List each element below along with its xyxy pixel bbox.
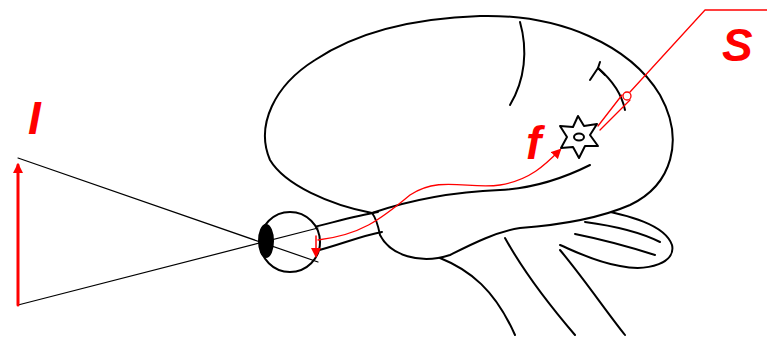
light-ray	[18, 228, 318, 305]
electrode-tip	[623, 92, 631, 100]
cerebellum-fold	[575, 234, 655, 255]
nucleus	[574, 134, 584, 141]
optic-nerve	[312, 232, 382, 252]
neuron-label: f	[526, 120, 541, 166]
brainstem-edge	[505, 238, 575, 335]
eyeball	[260, 212, 320, 272]
sulcus	[598, 68, 625, 110]
electrode-label: S	[722, 22, 753, 68]
cerebrum	[265, 16, 673, 259]
visual-pathway	[318, 150, 560, 240]
brainstem-edge	[560, 250, 625, 335]
central-sulcus	[510, 22, 524, 105]
lateral-sulcus	[372, 165, 590, 213]
retinal-image-arrow	[315, 236, 317, 256]
object-arrow	[17, 165, 20, 305]
brainstem-edge	[440, 258, 515, 335]
light-ray	[18, 158, 318, 262]
neuron	[560, 116, 598, 158]
electrode-wire	[630, 10, 767, 92]
object-label: I	[28, 95, 41, 141]
